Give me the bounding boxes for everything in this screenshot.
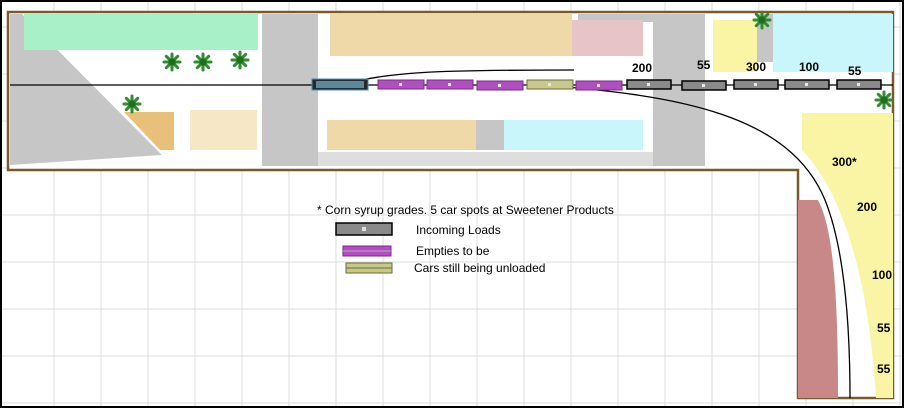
tree-icon bbox=[193, 52, 213, 72]
rail-car-mark bbox=[448, 83, 451, 86]
sweetener-products bbox=[802, 113, 893, 398]
industry-cyan-top bbox=[773, 14, 893, 72]
spot-label: 200 bbox=[632, 61, 652, 75]
industry-tan-bottom bbox=[327, 120, 476, 150]
rail-car-mark bbox=[702, 84, 705, 87]
rail-car-mark bbox=[399, 83, 402, 86]
tree-icon bbox=[752, 10, 772, 30]
tree-icon bbox=[230, 50, 250, 70]
spot-label: 55 bbox=[848, 64, 862, 78]
rail-car-mark bbox=[857, 83, 860, 86]
industry-cyan-bottom bbox=[504, 120, 643, 150]
rail-car-mark bbox=[647, 83, 650, 86]
rail-car-mark bbox=[498, 84, 501, 87]
industry-mint bbox=[24, 14, 258, 50]
tree-icon bbox=[874, 90, 894, 110]
industry-cream bbox=[190, 110, 257, 150]
spot-label: 300 bbox=[746, 60, 766, 74]
road-left bbox=[262, 14, 318, 166]
trees bbox=[122, 10, 894, 114]
rail-cars bbox=[377, 79, 882, 91]
spot-label: 200 bbox=[857, 200, 877, 214]
industry-brick bbox=[798, 200, 838, 398]
rail-car-mark bbox=[754, 83, 757, 86]
diagonal-road bbox=[10, 14, 162, 165]
spot-labels-top: 200 55 300 100 55 bbox=[632, 58, 862, 78]
industry-tan-top bbox=[330, 14, 572, 56]
legend-label-unloading: Cars still being unloaded bbox=[414, 261, 545, 275]
rail-car-mark bbox=[548, 83, 551, 86]
legend-label-empties: Empties to be bbox=[416, 244, 490, 258]
road-top-strip bbox=[578, 14, 653, 22]
parking-lot bbox=[476, 120, 504, 150]
legend: Incoming Loads Empties to be Cars still … bbox=[335, 222, 545, 275]
spot-label: 100 bbox=[799, 60, 819, 74]
spot-label: 55 bbox=[877, 362, 891, 376]
spot-label: 55 bbox=[877, 321, 891, 335]
tree-icon bbox=[122, 94, 142, 114]
legend-label-incoming: Incoming Loads bbox=[416, 223, 501, 237]
spot-labels-right: 300* 200 100 55 55 bbox=[832, 155, 892, 376]
rail-car-mark bbox=[805, 83, 808, 86]
tree-icon bbox=[162, 52, 182, 72]
spot-label: 300* bbox=[832, 155, 857, 169]
curve-track bbox=[539, 84, 851, 399]
legend-swatch-mark bbox=[362, 227, 366, 231]
road-bottom bbox=[318, 152, 653, 166]
corn-syrup-note: * Corn syrup grades. 5 car spots at Swee… bbox=[317, 203, 614, 217]
rail-car-mark bbox=[597, 84, 600, 87]
industry-orange bbox=[124, 112, 174, 150]
spot-label: 100 bbox=[872, 268, 892, 282]
locomotive-body bbox=[316, 81, 364, 88]
industry-pink bbox=[572, 20, 643, 56]
industry-yellow-top bbox=[713, 20, 757, 72]
spot-label: 55 bbox=[697, 58, 711, 72]
